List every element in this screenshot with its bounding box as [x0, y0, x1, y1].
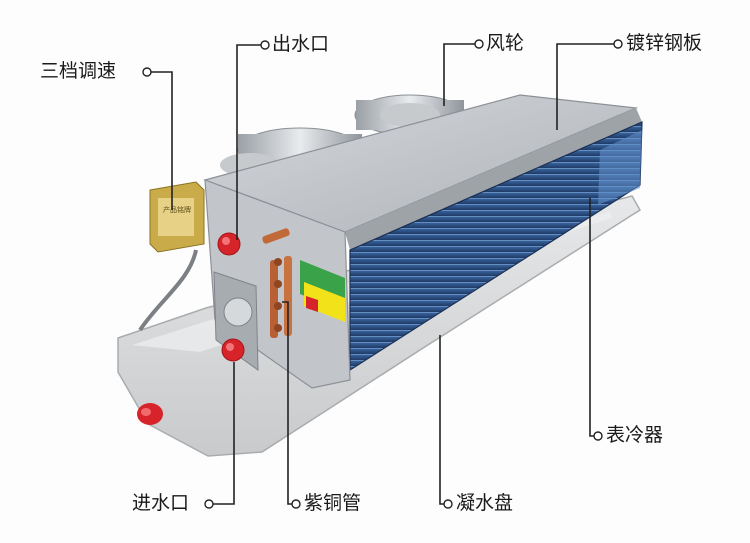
leader-rings	[142, 39, 623, 509]
leader-copper-pipe	[282, 301, 292, 505]
water-inlet-valve	[221, 338, 245, 362]
leader-water-inlet	[213, 362, 235, 505]
warning-label	[304, 282, 345, 322]
cooling-coil	[349, 121, 643, 372]
label-drain-pan: 凝水盘	[456, 492, 514, 514]
leader-fan-wheel	[443, 43, 475, 106]
label-speed-switch: 三档调速	[40, 60, 117, 82]
leader-drain-pan	[439, 335, 444, 505]
copper-pipes	[262, 228, 292, 338]
leader-speed-switch	[151, 71, 173, 210]
label-water-inlet: 进水口	[132, 492, 190, 514]
label-copper-pipe: 紫铜管	[304, 492, 362, 514]
leader-lines	[151, 43, 614, 505]
leader-cooling-coil	[589, 198, 594, 437]
cable-conduit	[138, 249, 198, 332]
nameplate-heading: 产品铭牌	[163, 205, 191, 214]
water-outlet-valve	[217, 232, 241, 256]
label-water-outlet: 出水口	[272, 33, 330, 55]
label-galvanized-sheet: 镀锌钢板	[626, 32, 703, 54]
label-cooling-coil: 表冷器	[606, 424, 664, 446]
speed-switch-box: 产品铭牌	[138, 181, 205, 332]
label-fan-wheel: 风轮	[486, 32, 525, 54]
leader-water-outlet	[236, 44, 261, 240]
leader-galvanized-sheet	[556, 43, 614, 130]
